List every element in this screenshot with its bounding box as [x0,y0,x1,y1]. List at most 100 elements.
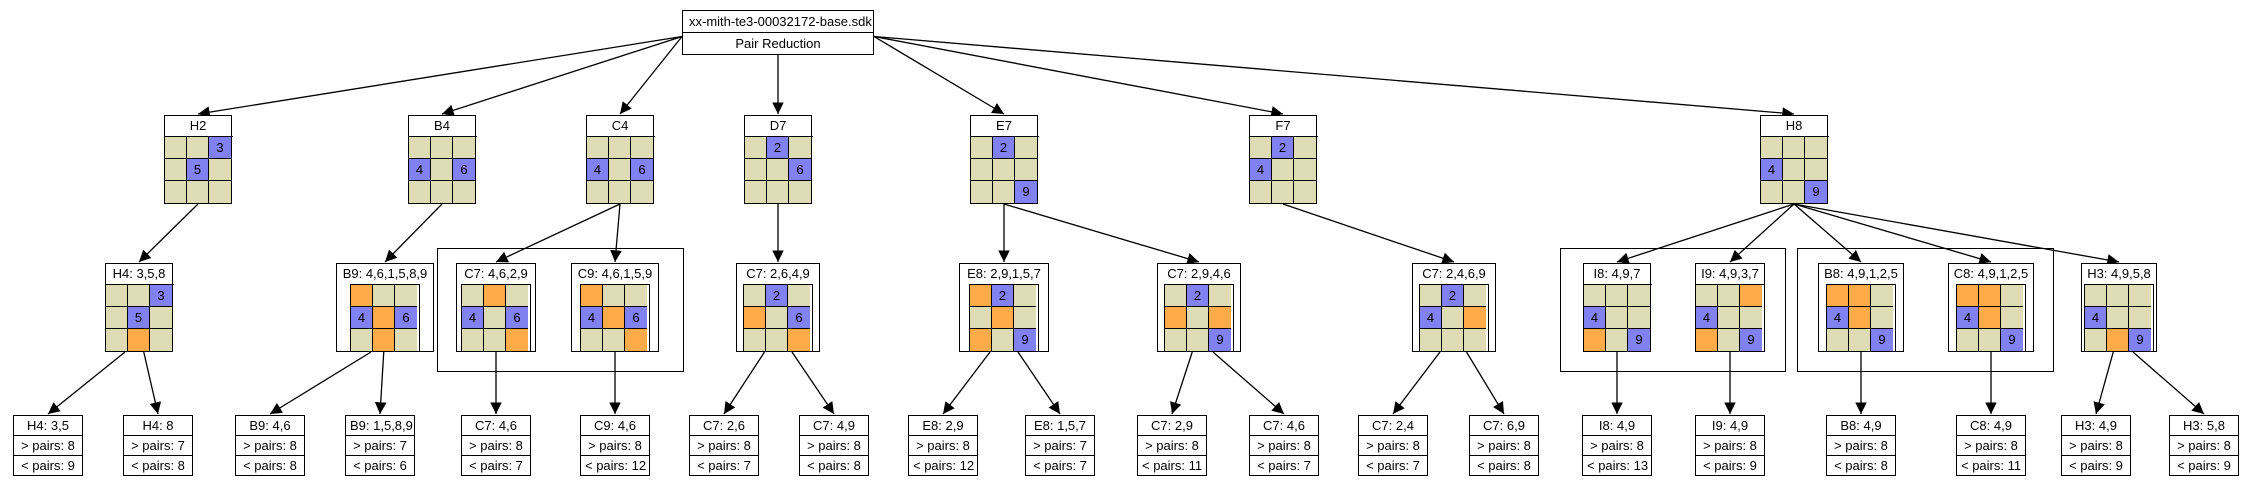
leaf-node-i9-4-9[interactable]: I9: 4,9> pairs: 8< pairs: 9 [1695,415,1765,476]
leaf-title: B8: 4,9 [1840,418,1882,433]
grid-cell [165,137,187,159]
grid-cell [462,285,484,307]
grid-cell [484,329,506,351]
grid-cell [587,137,609,159]
leaf-node-b8-4-9[interactable]: B8: 4,9> pairs: 8< pairs: 8 [1826,415,1896,476]
branch-node-title: C7: 2,6,4,9 [746,266,810,281]
grid-cell [745,159,767,181]
grid-cell: 2 [1442,285,1464,307]
leaf-node-c7-4-6[interactable]: C7: 4,6> pairs: 8< pairs: 7 [461,415,531,476]
leaf-node-c7-4-6[interactable]: C7: 4,6> pairs: 8< pairs: 7 [1249,415,1319,476]
leaf-node-c7-4-9[interactable]: C7: 4,9> pairs: 8< pairs: 8 [799,415,869,476]
grid-cell [1957,285,1979,307]
grid-cell [2085,329,2107,351]
leaf-more-pairs: > pairs: 8 [2062,435,2130,455]
edge-level1-to-level2 [1793,203,1862,263]
grid-cell [351,285,373,307]
leaf-node-c7-2-9[interactable]: C7: 2,9> pairs: 8< pairs: 11 [1137,415,1207,476]
leaf-node-c7-2-6[interactable]: C7: 2,6> pairs: 8< pairs: 7 [689,415,759,476]
edge-level2-to-leaf [269,351,372,415]
grid-cell [431,137,453,159]
grid-cell [484,285,506,307]
branch-node-title: H3: 4,9,5,8 [2087,266,2151,281]
leaf-node-c8-4-9[interactable]: C8: 4,9> pairs: 8< pairs: 11 [1956,415,2026,476]
leaf-title: C7: 2,9 [1151,418,1193,433]
leaf-title: C8: 4,9 [1970,418,2012,433]
edge-level2-to-leaf [791,351,835,415]
grid-cell [462,329,484,351]
cell-node-title: H8 [1785,118,1803,133]
grid-cell [1849,329,1871,351]
leaf-title: C7: 2,6 [703,418,745,433]
leaf-more-pairs: > pairs: 8 [1827,435,1895,455]
grid-cell [1718,307,1740,329]
root-method-label: Pair Reduction [683,32,873,54]
edge-level2-to-leaf [47,351,126,415]
grid-cell: 2 [766,285,788,307]
grid-cell [625,285,647,307]
leaf-node-h3-5-8[interactable]: H3: 5,8> pairs: 8< pairs: 9 [2169,415,2239,476]
leaf-more-pairs: > pairs: 8 [1957,435,2025,455]
edge-level2-to-leaf [942,351,991,415]
leaf-node-e8-1-5-7[interactable]: E8: 1,5,7> pairs: 7< pairs: 7 [1025,415,1095,476]
grid-cell [788,285,810,307]
grid-cell [1187,329,1209,351]
grid-cell: 2 [767,137,789,159]
leaf-node-c7-6-9[interactable]: C7: 6,9> pairs: 8< pairs: 8 [1469,415,1539,476]
grid-cell [165,181,187,203]
grid-cell: 9 [1015,181,1037,203]
leaf-node-e8-2-9[interactable]: E8: 2,9> pairs: 8< pairs: 12 [908,415,978,476]
edge-level2-to-leaf [1465,351,1505,415]
grid-cell: 4 [1827,307,1849,329]
leaf-node-c9-4-6[interactable]: C9: 4,6> pairs: 8< pairs: 12 [580,415,650,476]
leaf-node-h4-8[interactable]: H4: 8> pairs: 7< pairs: 8 [123,415,193,476]
leaf-node-b9-4-6[interactable]: B9: 4,6> pairs: 8< pairs: 8 [235,415,305,476]
leaf-more-pairs: > pairs: 8 [1583,435,1651,455]
leaf-more-pairs: > pairs: 8 [462,435,530,455]
leaf-more-pairs: > pairs: 8 [800,435,868,455]
leaf-node-h4-3-5[interactable]: H4: 3,5> pairs: 8< pairs: 9 [13,415,83,476]
leaf-node-i8-4-9[interactable]: I8: 4,9> pairs: 8< pairs: 13 [1582,415,1652,476]
grid-cell [453,181,475,203]
leaf-more-pairs: > pairs: 8 [14,435,82,455]
leaf-title: H4: 8 [142,418,174,433]
leaf-node-h3-4-9[interactable]: H3: 4,9> pairs: 8< pairs: 9 [2061,415,2131,476]
grid-cell: 4 [1584,307,1606,329]
grid-cell [1442,307,1464,329]
root-node[interactable]: xx-mith-te3-00032172-base.sdk Pair Reduc… [682,10,874,55]
grid-cell: 6 [788,307,810,329]
leaf-node-b9-1-5-8-9[interactable]: B9: 1,5,8,9> pairs: 7< pairs: 6 [345,415,415,476]
grid-cell: 9 [1871,329,1893,351]
grid-cell [1584,285,1606,307]
leaf-node-c7-2-4[interactable]: C7: 2,4> pairs: 8< pairs: 7 [1358,415,1428,476]
cell-node-title: E7 [996,118,1012,133]
